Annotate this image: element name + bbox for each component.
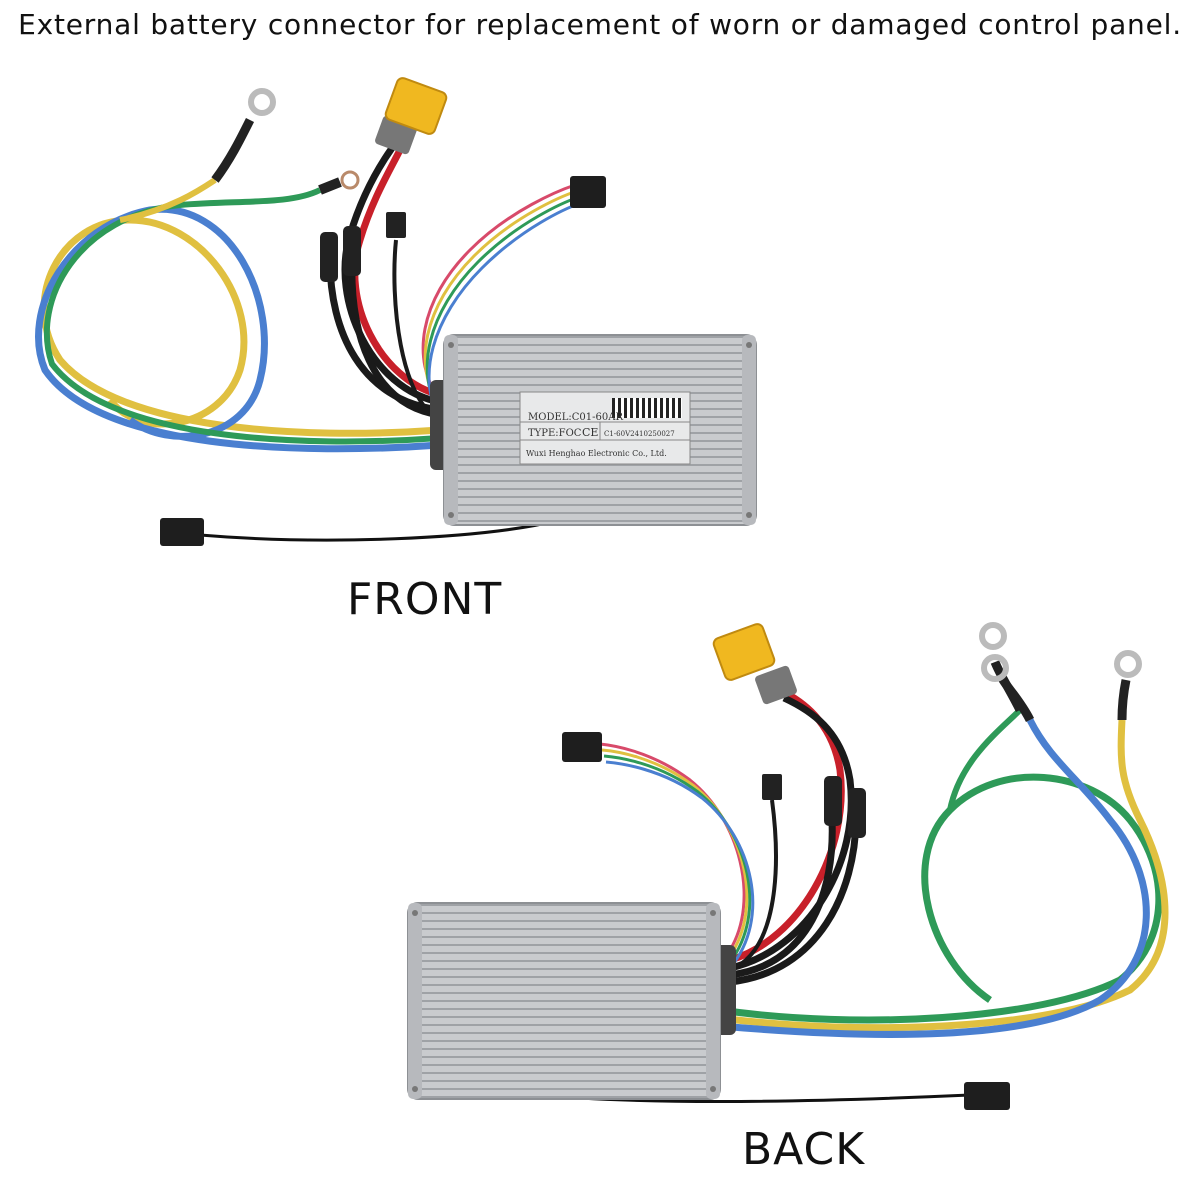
front-barcode [612,398,682,418]
front-bullet-connector-2 [343,226,361,276]
back-label: BACK [742,1124,866,1175]
front-yellow-phase-wire [40,216,441,437]
back-bottom-cable [579,1093,971,1103]
front-plate-model: MODEL:C01-60AR [528,412,623,423]
front-controller: MODEL:C01-60AR TYPE:FOC CE C1-60V2410250… [35,77,757,546]
caption: External battery connector for replaceme… [18,8,1182,41]
front-label-plate: MODEL:C01-60AR TYPE:FOC CE C1-60V2410250… [519,391,691,465]
back-ring-terminal-3 [1114,650,1142,678]
back-ring-terminal-2 [981,654,1009,682]
back-housing [407,902,721,1100]
front-ring-lead [211,117,255,183]
back-xt60-connector [712,623,776,681]
front-bottom-connector [160,518,204,546]
front-yellow-lead [119,177,217,223]
front-plate-maker: Wuxi Henghao Electronic Co., Ltd. [526,449,667,458]
back-small-connector [762,774,782,800]
front-small-connector [386,212,406,238]
front-blue-phase-wire [35,205,441,453]
front-xt60-connector [384,77,448,135]
front-jst-connector [570,176,606,208]
front-green-phase-wire [43,187,441,445]
back-controller [407,622,1169,1110]
back-ring-terminal-1 [979,622,1007,650]
front-bullet-connector-1 [320,232,338,282]
back-bullet-connector-1 [824,776,842,826]
front-plate-type: TYPE:FOC [528,428,582,439]
back-bullet-connector-2 [848,788,866,838]
back-yellow-phase-wire [719,719,1169,1032]
front-ring-terminal [248,88,276,116]
front-label: FRONT [347,574,503,625]
back-green-phase-wire [719,773,1163,1024]
front-plate-serial: C1-60V2410250027 [604,430,675,438]
front-bottom-cable [199,518,561,542]
back-blue-phase-wire [719,718,1150,1038]
back-bottom-connector [964,1082,1010,1110]
front-plate-ce: CE [582,426,598,439]
back-jst-connector [562,732,602,762]
